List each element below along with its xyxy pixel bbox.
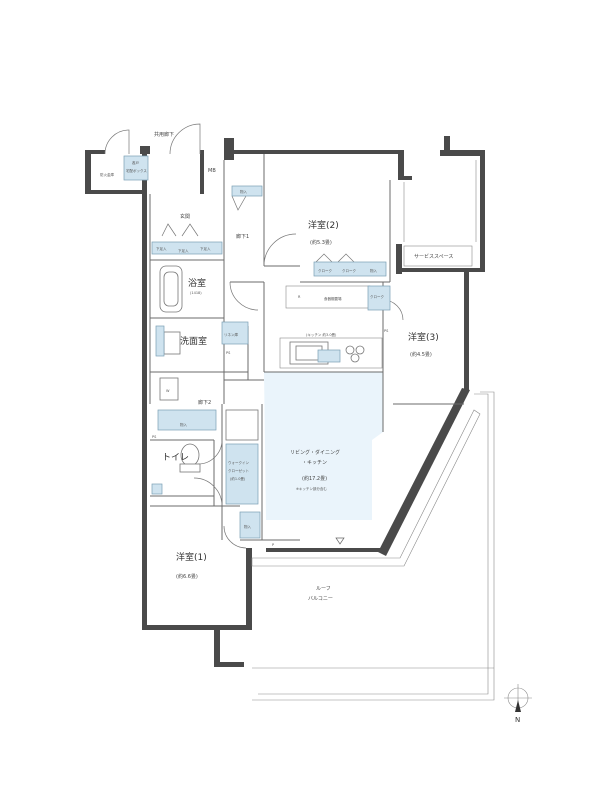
label-shoe-box-3: 下足入 <box>200 246 211 251</box>
label-cupboard: 食器棚置場 <box>324 296 342 301</box>
washroom-shelf <box>155 325 165 357</box>
label-ps-washroom: PS <box>226 351 231 355</box>
door-swings <box>104 123 404 549</box>
label-storage-western2: 物入 <box>370 268 378 273</box>
label-ldk-note: ※キッチン部分含む <box>296 486 327 491</box>
label-entrance: 玄関 <box>180 213 190 220</box>
label-walk-in-1: ウォークイン <box>228 460 249 465</box>
label-storage-western1: 物入 <box>244 524 251 529</box>
storage-labels: 物入 下足入 下足入 下足入 クローク クローク 物入 クローク リネン庫 物入… <box>156 189 384 529</box>
closet-western3 <box>367 285 391 311</box>
label-ldk-size: (約17.2畳) <box>302 475 327 482</box>
label-closet-2: クローク <box>342 268 356 273</box>
label-corridor-common: 共用廊下 <box>154 131 174 138</box>
linen-storage <box>221 321 249 345</box>
label-closet-1: クローク <box>318 268 332 273</box>
label-walk-in-2: クローゼット <box>228 468 249 473</box>
label-western-2: 洋室(2) <box>308 219 339 231</box>
label-hall-1: 廊下1 <box>236 233 249 240</box>
utility-storage <box>157 409 217 431</box>
label-shoe-box-1: 下足入 <box>156 246 167 251</box>
fixtures <box>159 265 383 473</box>
label-shoe-box-2: 下足入 <box>178 248 189 253</box>
label-western-3-size: (約4.5畳) <box>410 351 432 358</box>
label-p: P <box>272 543 274 547</box>
storage-units <box>123 155 391 539</box>
label-toilet: トイレ <box>162 453 189 463</box>
label-roof-balcony-2: バルコニー <box>308 596 333 602</box>
label-western-3: 洋室(3) <box>408 331 439 343</box>
ldk-floor-tint <box>264 372 383 520</box>
shoe-box <box>151 241 223 255</box>
walk-in-closet <box>225 443 259 505</box>
label-storage-hall1: 物入 <box>240 189 247 194</box>
label-kitchen-note: (キッチン 約3.0畳) <box>306 332 337 337</box>
storage-western1 <box>239 511 261 539</box>
toilet-storage <box>151 483 163 495</box>
label-hall-2: 廊下2 <box>198 399 211 406</box>
label-bath: 浴室 <box>188 277 206 289</box>
label-mb: MB <box>208 168 216 174</box>
label-storage-utility: 物入 <box>180 422 187 427</box>
room-labels: 共用廊下 玄関 廊下1 洋室(2) (約5.3畳) 洋室(3) (約4.5畳) … <box>100 131 453 602</box>
label-walk-in-size: (約1.0畳) <box>230 476 246 481</box>
window-marker <box>335 537 345 545</box>
label-fridge: R <box>298 295 301 299</box>
closet-western2 <box>313 261 387 277</box>
label-service-space: サービススペース <box>414 253 453 260</box>
label-ldk-2: ・キッチン <box>302 460 327 466</box>
interior-walls <box>149 154 464 541</box>
compass-n-label: N <box>515 716 520 724</box>
label-bath-size: (1418) <box>190 291 202 295</box>
label-ps-western3: PS <box>384 329 389 333</box>
label-linen: リネン庫 <box>224 332 238 337</box>
label-fire-box: 防火金庫 <box>100 172 114 177</box>
meter-box <box>123 155 149 181</box>
storage-hall1 <box>231 185 263 197</box>
label-ps-toilet: PS <box>152 435 157 439</box>
label-washroom: 洗面室 <box>180 335 207 347</box>
balcony-railing <box>251 160 495 701</box>
outer-walls <box>85 136 485 667</box>
label-western-1: 洋室(1) <box>176 551 207 563</box>
label-w: W <box>166 389 170 393</box>
label-closet-western3: クローク <box>370 294 384 299</box>
north-compass: N <box>504 684 532 724</box>
label-meter-2: 宅配ボックス <box>126 168 147 173</box>
kitchen-counter <box>317 349 341 363</box>
label-western-1-size: (約6.6畳) <box>176 573 198 580</box>
label-roof-balcony-1: ルーフ <box>316 586 331 592</box>
label-western-2-size: (約5.3畳) <box>310 239 332 246</box>
label-ldk-1: リビング・ダイニング <box>290 449 340 456</box>
label-meter-1: 各戸 <box>132 160 139 165</box>
